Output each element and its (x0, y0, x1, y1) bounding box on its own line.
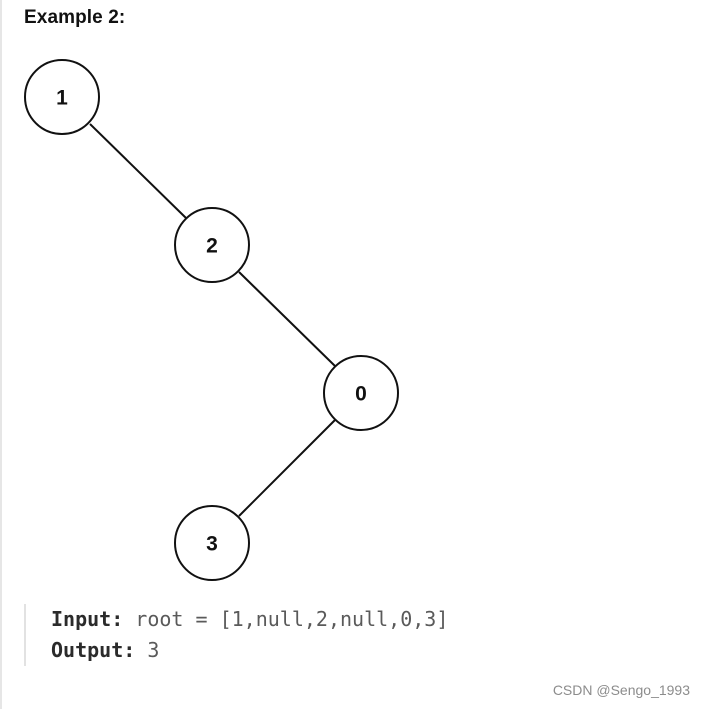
tree-node-circle (323, 355, 399, 431)
input-value: root = [1,null,2,null,0,3] (135, 607, 449, 631)
tree-node: 0 (323, 355, 399, 431)
tree-node-label: 3 (206, 533, 218, 556)
example-heading: Example 2: (24, 7, 126, 28)
output-label: Output: (51, 638, 136, 662)
left-border (0, 0, 2, 709)
tree-node-label: 0 (355, 383, 367, 406)
input-line: Input: root = [1,null,2,null,0,3] (51, 604, 448, 635)
example-code-block: Input: root = [1,null,2,null,0,3] Output… (24, 604, 448, 666)
tree-node-circle (174, 207, 250, 283)
tree-node: 1 (24, 59, 100, 135)
tree-node-circle (24, 59, 100, 135)
output-value: 3 (147, 638, 160, 662)
tree-node-label: 1 (56, 87, 68, 110)
tree-node-circle (174, 505, 250, 581)
tree-edge-2-0 (238, 271, 336, 367)
input-label: Input: (51, 607, 124, 631)
tree-node-label: 2 (206, 235, 218, 258)
tree-node: 2 (174, 207, 250, 283)
output-line: Output: 3 (51, 635, 448, 666)
tree-node: 3 (174, 505, 250, 581)
binary-tree-diagram: 1 2 0 3 (24, 59, 399, 581)
tree-edge-0-3 (238, 419, 336, 517)
watermark: CSDN @Sengo_1993 (552, 682, 690, 698)
tree-edge-1-2 (89, 123, 187, 219)
